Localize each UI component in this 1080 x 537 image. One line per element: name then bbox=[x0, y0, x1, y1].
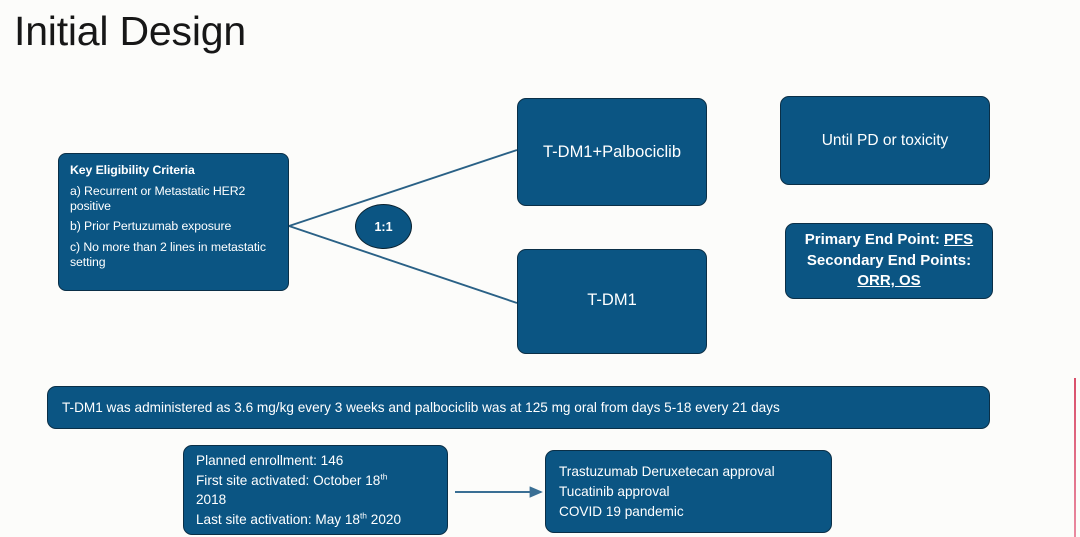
criteria-item-b: b) Prior Pertuzumab exposure bbox=[70, 219, 232, 234]
external-events-box: Trastuzumab Deruxetecan approval Tucatin… bbox=[545, 450, 832, 533]
endpoints-box: Primary End Point: PFS Secondary End Poi… bbox=[785, 223, 993, 299]
last-site-year: 2020 bbox=[367, 511, 402, 527]
criteria-heading: Key Eligibility Criteria bbox=[70, 163, 195, 177]
treatment-duration-box: Until PD or toxicity bbox=[780, 96, 990, 185]
last-site-text: Last site activation: May 18 bbox=[196, 511, 360, 527]
last-site-ordinal: th bbox=[359, 509, 367, 520]
event-line-3: COVID 19 pandemic bbox=[559, 503, 684, 519]
randomization-ratio-node: 1:1 bbox=[355, 204, 412, 249]
primary-endpoint-value: PFS bbox=[944, 231, 974, 249]
first-site-ordinal: th bbox=[380, 470, 388, 481]
slide-edge-marker bbox=[1074, 378, 1077, 537]
eligibility-criteria-box: Key Eligibility Criteria a) Recurrent or… bbox=[58, 153, 289, 291]
treatment-arm-b-box: T-DM1 bbox=[517, 249, 707, 354]
enrollment-line-first-site: First site activated: October 18th bbox=[196, 471, 387, 491]
criteria-item-a: a) Recurrent or Metastatic HER2 positive bbox=[70, 184, 246, 214]
page-title: Initial Design bbox=[14, 8, 246, 54]
secondary-endpoint-value: ORR, OS bbox=[857, 272, 921, 290]
enrollment-line-last-site: Last site activation: May 18th 2020 bbox=[196, 510, 401, 530]
secondary-endpoint-label: Secondary End Points: bbox=[806, 251, 972, 269]
primary-endpoint-line: Primary End Point: PFS bbox=[805, 230, 973, 251]
event-line-2: Tucatinib approval bbox=[559, 483, 670, 499]
primary-endpoint-label: Primary End Point: bbox=[804, 231, 944, 249]
dosing-banner: T-DM1 was administered as 3.6 mg/kg ever… bbox=[47, 386, 990, 429]
treatment-arm-a-box: T-DM1+Palbociclib bbox=[517, 98, 707, 206]
secondary-endpoint-line: ORR, OS bbox=[805, 271, 973, 292]
enrollment-line-planned: Planned enrollment: 146 bbox=[196, 453, 344, 468]
enrollment-details-box: Planned enrollment: 146 First site activ… bbox=[183, 445, 448, 535]
first-site-text: First site activated: October 18 bbox=[196, 472, 381, 488]
criteria-item-c: c) No more than 2 lines in metastatic se… bbox=[70, 239, 266, 269]
enrollment-line-year: 2018 bbox=[196, 492, 227, 507]
event-line-1: Trastuzumab Deruxetecan approval bbox=[559, 463, 775, 479]
